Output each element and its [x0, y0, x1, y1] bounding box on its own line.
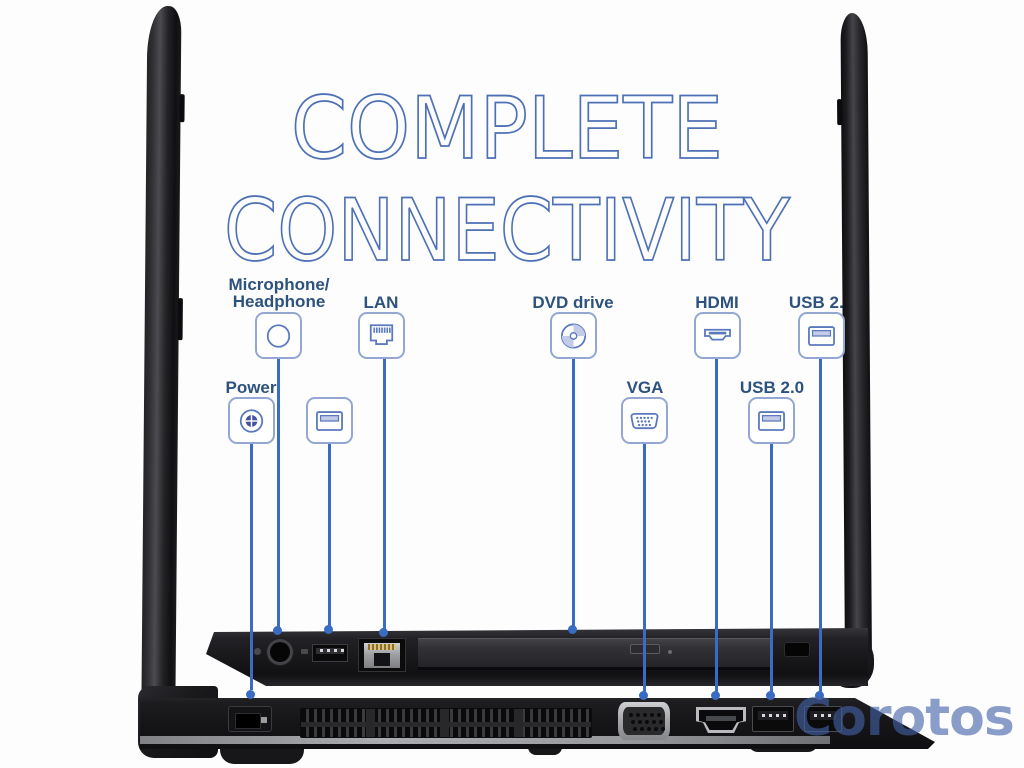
callout-dot-vga — [639, 691, 648, 700]
label-vga: VGA — [626, 378, 664, 397]
usb-icon — [808, 325, 835, 346]
title-line-1: COMPLETE — [291, 79, 723, 179]
callout-dot-hdmi — [711, 691, 720, 700]
label-hdmi: HDMI — [695, 293, 739, 312]
ethernet-icon — [369, 323, 394, 345]
lid-hinge-notch — [837, 99, 843, 126]
callout-lan — [358, 312, 405, 359]
kensington-lock-slot — [784, 642, 810, 657]
usb-icon — [758, 410, 785, 431]
dvd-drive-tray — [418, 638, 770, 670]
usb-pins — [762, 714, 765, 717]
callout-usb-left — [306, 397, 353, 444]
ethernet-clip — [374, 653, 390, 666]
watermark: Corotos — [794, 688, 1015, 748]
dvd-led — [668, 650, 672, 654]
laptop-screen-lid-left — [141, 5, 185, 749]
usb-icon — [316, 410, 343, 431]
callout-usb-right-upper — [798, 312, 845, 359]
usb-pins — [814, 714, 817, 717]
hdmi-tongue — [706, 716, 736, 721]
label-usb-right-lower: USB 2.0 — [739, 378, 805, 397]
callout-dot-usb-right-upper — [815, 691, 824, 700]
callout-line-vga — [643, 444, 646, 694]
usb-pins — [320, 649, 323, 652]
cooling-vents — [300, 708, 592, 738]
callout-line-microphone — [277, 359, 280, 628]
vga-pin-holes — [629, 713, 633, 717]
laptop-side-view-upper — [206, 628, 868, 686]
callout-power — [228, 397, 275, 444]
callout-line-usb-right-lower — [770, 444, 773, 694]
callout-dot-microphone — [273, 626, 282, 635]
callout-dvd-drive — [550, 312, 597, 359]
callout-dot-usb-right-lower — [766, 691, 775, 700]
power-socket-hole — [235, 713, 261, 729]
usb-contacts — [316, 648, 344, 654]
callout-line-power — [250, 444, 253, 690]
lid-hinge-notch — [179, 94, 185, 123]
callout-line-lan — [383, 359, 386, 631]
callout-line-dvd — [572, 359, 575, 627]
usb-contacts — [758, 711, 788, 720]
power-socket-pin — [261, 717, 267, 723]
callout-hdmi — [694, 312, 741, 359]
usb-print-icon — [301, 649, 308, 654]
callout-usb-right-lower — [748, 397, 795, 444]
callout-vga — [621, 397, 668, 444]
laptop-side-view-lower — [140, 698, 935, 749]
title-line-2: CONNECTIVITY — [224, 181, 790, 280]
power-icon — [239, 408, 264, 433]
power-connector-port — [228, 706, 272, 732]
usb-contacts — [810, 711, 836, 720]
usb-port-side — [312, 644, 348, 662]
callout-line-usb-left — [328, 444, 331, 628]
callout-microphone-headphone — [255, 312, 302, 359]
rubber-foot-middle — [528, 746, 562, 755]
label-power: Power — [225, 378, 277, 397]
vga-icon — [630, 412, 659, 429]
label-usb-right-upper: USB 2.0 — [788, 293, 854, 312]
callout-dot-lan — [379, 628, 388, 637]
hdmi-icon — [704, 328, 731, 340]
lid-hinge-notch — [177, 298, 183, 341]
label-dvd-drive: DVD drive — [532, 293, 614, 312]
hdmi-port — [696, 707, 746, 733]
headset-print-icon — [254, 648, 261, 655]
callout-dot-usb-left — [324, 625, 333, 634]
page-title: COMPLETE CONNECTIVITY — [223, 78, 791, 280]
ethernet-port — [358, 638, 406, 672]
ethernet-pins — [368, 644, 396, 650]
callout-dot-power — [246, 690, 255, 699]
rubber-foot-left — [220, 744, 304, 764]
audio-jack-icon — [266, 323, 291, 348]
laptop-screen-lid-right — [837, 12, 872, 666]
usb-port-2 — [804, 706, 842, 732]
dvd-disc-icon — [560, 322, 587, 349]
headphone-jack-port — [270, 642, 290, 662]
vga-port — [618, 702, 670, 740]
vga-socket — [623, 707, 665, 735]
chassis-silver-edge — [140, 736, 830, 744]
label-microphone-headphone: Microphone/ Headphone — [228, 275, 330, 311]
label-lan: LAN — [363, 293, 399, 312]
callout-line-hdmi — [715, 359, 718, 694]
usb-port-1 — [752, 706, 794, 732]
callout-line-usb-right-upper — [819, 359, 822, 694]
callout-dot-dvd — [568, 625, 577, 634]
